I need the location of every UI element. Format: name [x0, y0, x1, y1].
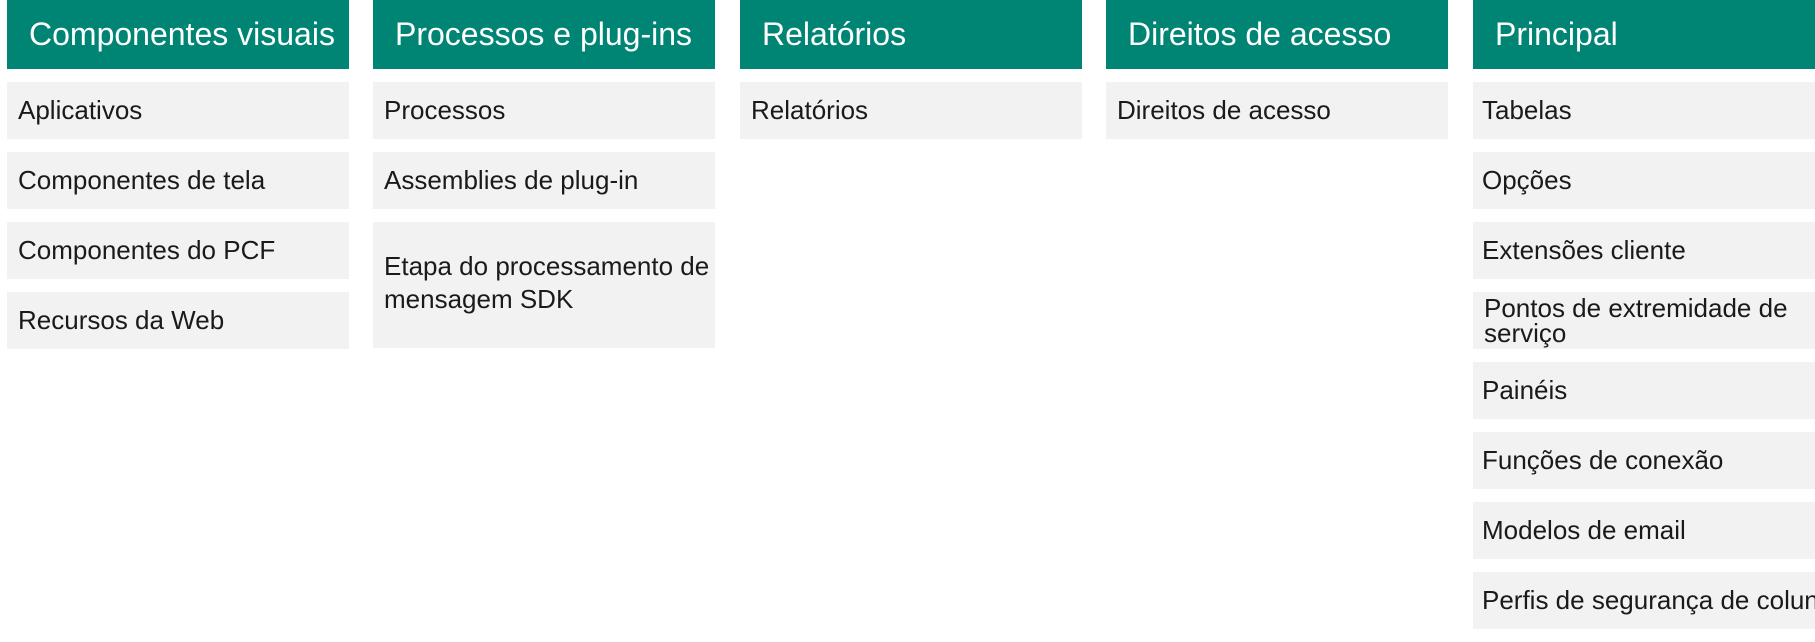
list-item: Perfis de segurança de coluna: [1473, 572, 1815, 629]
list-item: Recursos da Web: [7, 292, 349, 349]
column-header: Processos e plug-ins: [373, 0, 715, 69]
list-item: Painéis: [1473, 362, 1815, 419]
column-header: Componentes visuais: [7, 0, 349, 69]
list-item: Etapa do processamento de mensagem SDK: [373, 222, 715, 348]
column-direitos-de-acesso: Direitos de acesso Direitos de acesso: [1106, 0, 1448, 152]
list-item: Pontos de extremidade de serviço: [1473, 292, 1815, 349]
list-item: Componentes de tela: [7, 152, 349, 209]
column-items: Processos Assemblies de plug-in Etapa do…: [373, 82, 715, 348]
list-item: Processos: [373, 82, 715, 139]
column-processos-e-plug-ins: Processos e plug-ins Processos Assemblie…: [373, 0, 715, 361]
list-item: Extensões cliente: [1473, 222, 1815, 279]
column-items: Relatórios: [740, 82, 1082, 139]
list-item: Relatórios: [740, 82, 1082, 139]
column-header: Direitos de acesso: [1106, 0, 1448, 69]
list-item: Tabelas: [1473, 82, 1815, 139]
list-item: Opções: [1473, 152, 1815, 209]
list-item: Modelos de email: [1473, 502, 1815, 559]
list-item: Aplicativos: [7, 82, 349, 139]
column-componentes-visuais: Componentes visuais Aplicativos Componen…: [7, 0, 349, 362]
column-principal: Principal Tabelas Opções Extensões clien…: [1473, 0, 1815, 642]
column-relatorios: Relatórios Relatórios: [740, 0, 1082, 152]
list-item: Funções de conexão: [1473, 432, 1815, 489]
column-items: Direitos de acesso: [1106, 82, 1448, 139]
list-item: Componentes do PCF: [7, 222, 349, 279]
column-header: Relatórios: [740, 0, 1082, 69]
column-items: Aplicativos Componentes de tela Componen…: [7, 82, 349, 349]
column-header: Principal: [1473, 0, 1815, 69]
list-item: Assemblies de plug-in: [373, 152, 715, 209]
list-item: Direitos de acesso: [1106, 82, 1448, 139]
column-items: Tabelas Opções Extensões cliente Pontos …: [1473, 82, 1815, 629]
